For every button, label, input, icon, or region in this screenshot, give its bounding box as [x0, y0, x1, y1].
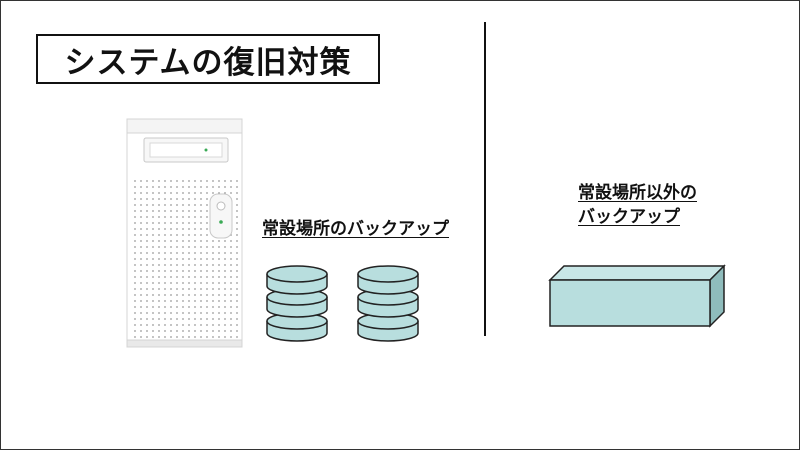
offsite-backup-label-line2: バックアップ	[578, 207, 680, 227]
onsite-disk-stack-1	[266, 265, 328, 342]
tower-server-icon	[126, 118, 243, 348]
database-disk-icon	[266, 265, 328, 342]
diagram-title: システムの復旧対策	[36, 34, 380, 84]
onsite-backup-label: 常設場所のバックアップ	[262, 219, 449, 239]
section-divider	[484, 22, 486, 336]
database-disk-icon	[357, 265, 419, 342]
storage-box-icon	[548, 264, 726, 328]
offsite-backup-label-line1: 常設場所以外の	[578, 183, 697, 203]
onsite-disk-stack-2	[357, 265, 419, 342]
